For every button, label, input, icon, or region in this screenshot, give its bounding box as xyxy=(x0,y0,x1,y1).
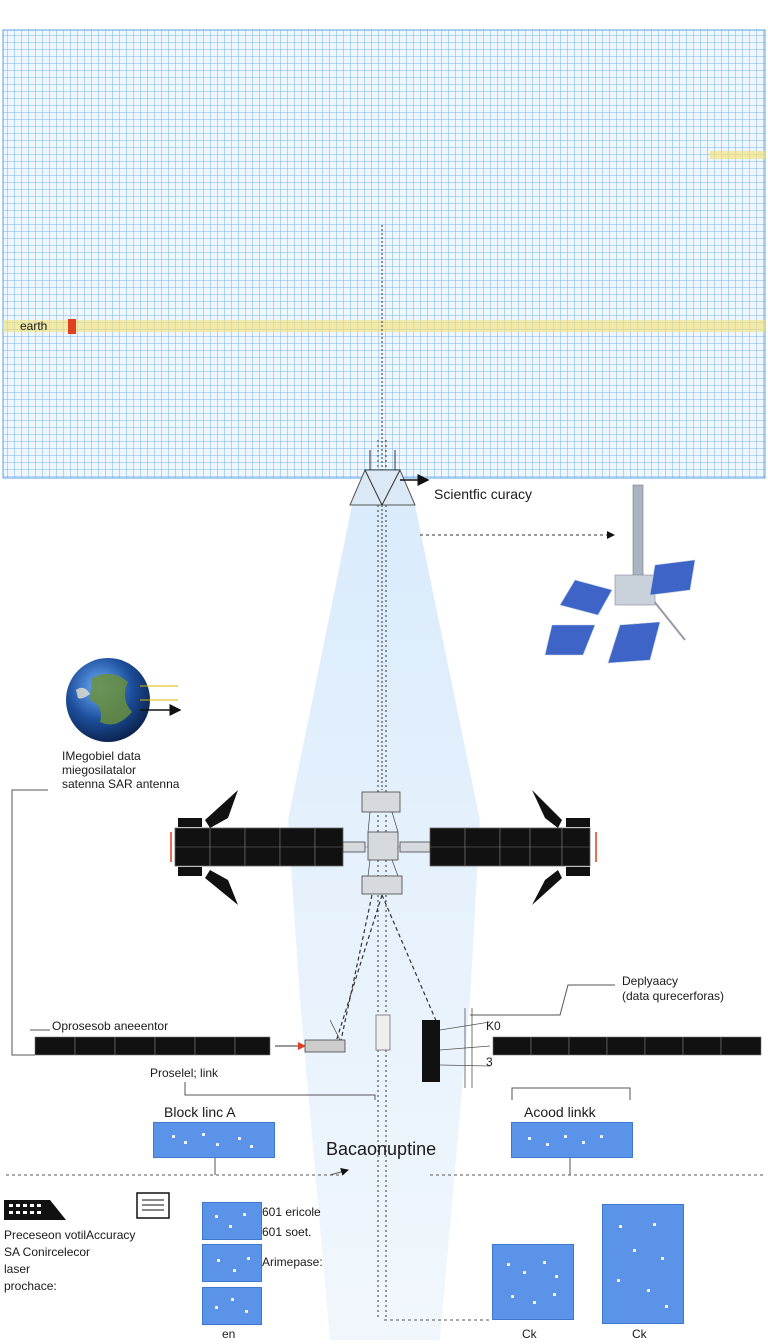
deployment-label-1: Deplyaacy xyxy=(622,975,678,989)
bottom-label-ck-2: Ck xyxy=(632,1328,647,1342)
output-block-1 xyxy=(492,1244,574,1320)
earth-globe-icon xyxy=(66,658,180,742)
earth-marker xyxy=(68,319,76,334)
stats-label-2: 601 soet. xyxy=(262,1226,311,1240)
earth-label: earth xyxy=(20,320,47,334)
block-a-label: Block linc A xyxy=(164,1104,236,1120)
keyboard-icon xyxy=(4,1200,66,1220)
satellite-icon xyxy=(545,485,695,663)
right-mark-bottom: 3 xyxy=(486,1056,493,1070)
backbone-label: Bacaonuptine xyxy=(326,1139,436,1160)
scientific-label: Scientfic curacy xyxy=(434,486,532,502)
stats-label-3: Arimepase: xyxy=(262,1256,323,1270)
block-acod xyxy=(511,1122,633,1158)
processing-label-2: SA Conircelecor xyxy=(4,1246,90,1260)
parallel-link-label: Proselel; link xyxy=(150,1067,218,1081)
stats-block-2 xyxy=(202,1244,262,1282)
deployment-label-2: (data qurecerforas) xyxy=(622,990,724,1004)
output-block-2 xyxy=(602,1204,684,1324)
block-a xyxy=(153,1122,275,1158)
processing-label-3: laser xyxy=(4,1263,30,1277)
right-mark-top: K0 xyxy=(486,1020,501,1034)
processing-label-4: prochace: xyxy=(4,1280,57,1294)
upper-highlight-band xyxy=(710,151,765,159)
processing-label-1: Preceseon votilAccuracy xyxy=(4,1229,135,1243)
lower-array-right xyxy=(422,1008,761,1088)
processor-label: Oprosesob aneeentor xyxy=(52,1020,168,1034)
deployment-connector xyxy=(470,985,615,1015)
stats-block-3 xyxy=(202,1287,262,1325)
bottom-label-en: en xyxy=(222,1328,235,1342)
bottom-label-ck-1: Ck xyxy=(522,1328,537,1342)
stats-label-1: 601 ericole xyxy=(262,1206,321,1220)
earth-grid xyxy=(3,30,765,478)
left-connector xyxy=(12,790,48,1055)
acod-link-label: Acood linkk xyxy=(524,1104,596,1120)
earth-highlight-band xyxy=(3,320,765,332)
imagery-label-3: satenna SAR antenna xyxy=(62,778,179,792)
document-icon xyxy=(137,1193,169,1218)
stats-block-1 xyxy=(202,1202,262,1240)
imagery-label-1: IMegobiel data xyxy=(62,750,141,764)
imagery-label-2: miegosilatalor xyxy=(62,764,136,778)
